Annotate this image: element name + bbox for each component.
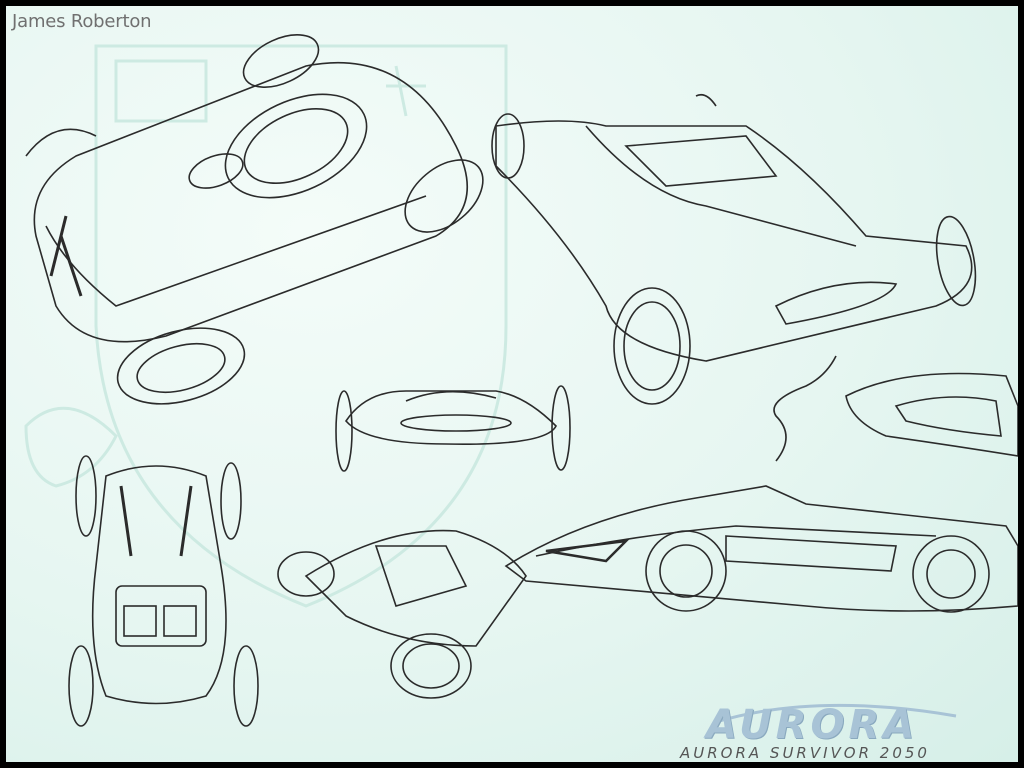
sketch-paper: James Roberton AURORA AURORA SURVIVOR 20…: [6, 6, 1018, 762]
logo-wordmark: AURORA: [706, 702, 919, 748]
car-sketch-side: [504, 355, 1018, 613]
car-sketch-top-left: [25, 34, 484, 405]
logo-swoosh: [715, 703, 957, 724]
car-sketch-rear: [277, 529, 527, 699]
logo-subtitle: AURORA SURVIVOR 2050: [680, 744, 930, 762]
watermark-crest: [24, 44, 508, 608]
car-sketch-cockpit-detail: [845, 372, 1018, 457]
concept-car-sketches: [24, 34, 1018, 727]
aurora-logo: AURORA AURORA SURVIVOR 2050: [666, 696, 1006, 762]
car-sketch-front: [335, 385, 571, 472]
car-sketch-top-right: [491, 93, 977, 405]
car-sketch-top-down: [68, 455, 259, 727]
artist-signature: James Roberton: [12, 11, 152, 32]
